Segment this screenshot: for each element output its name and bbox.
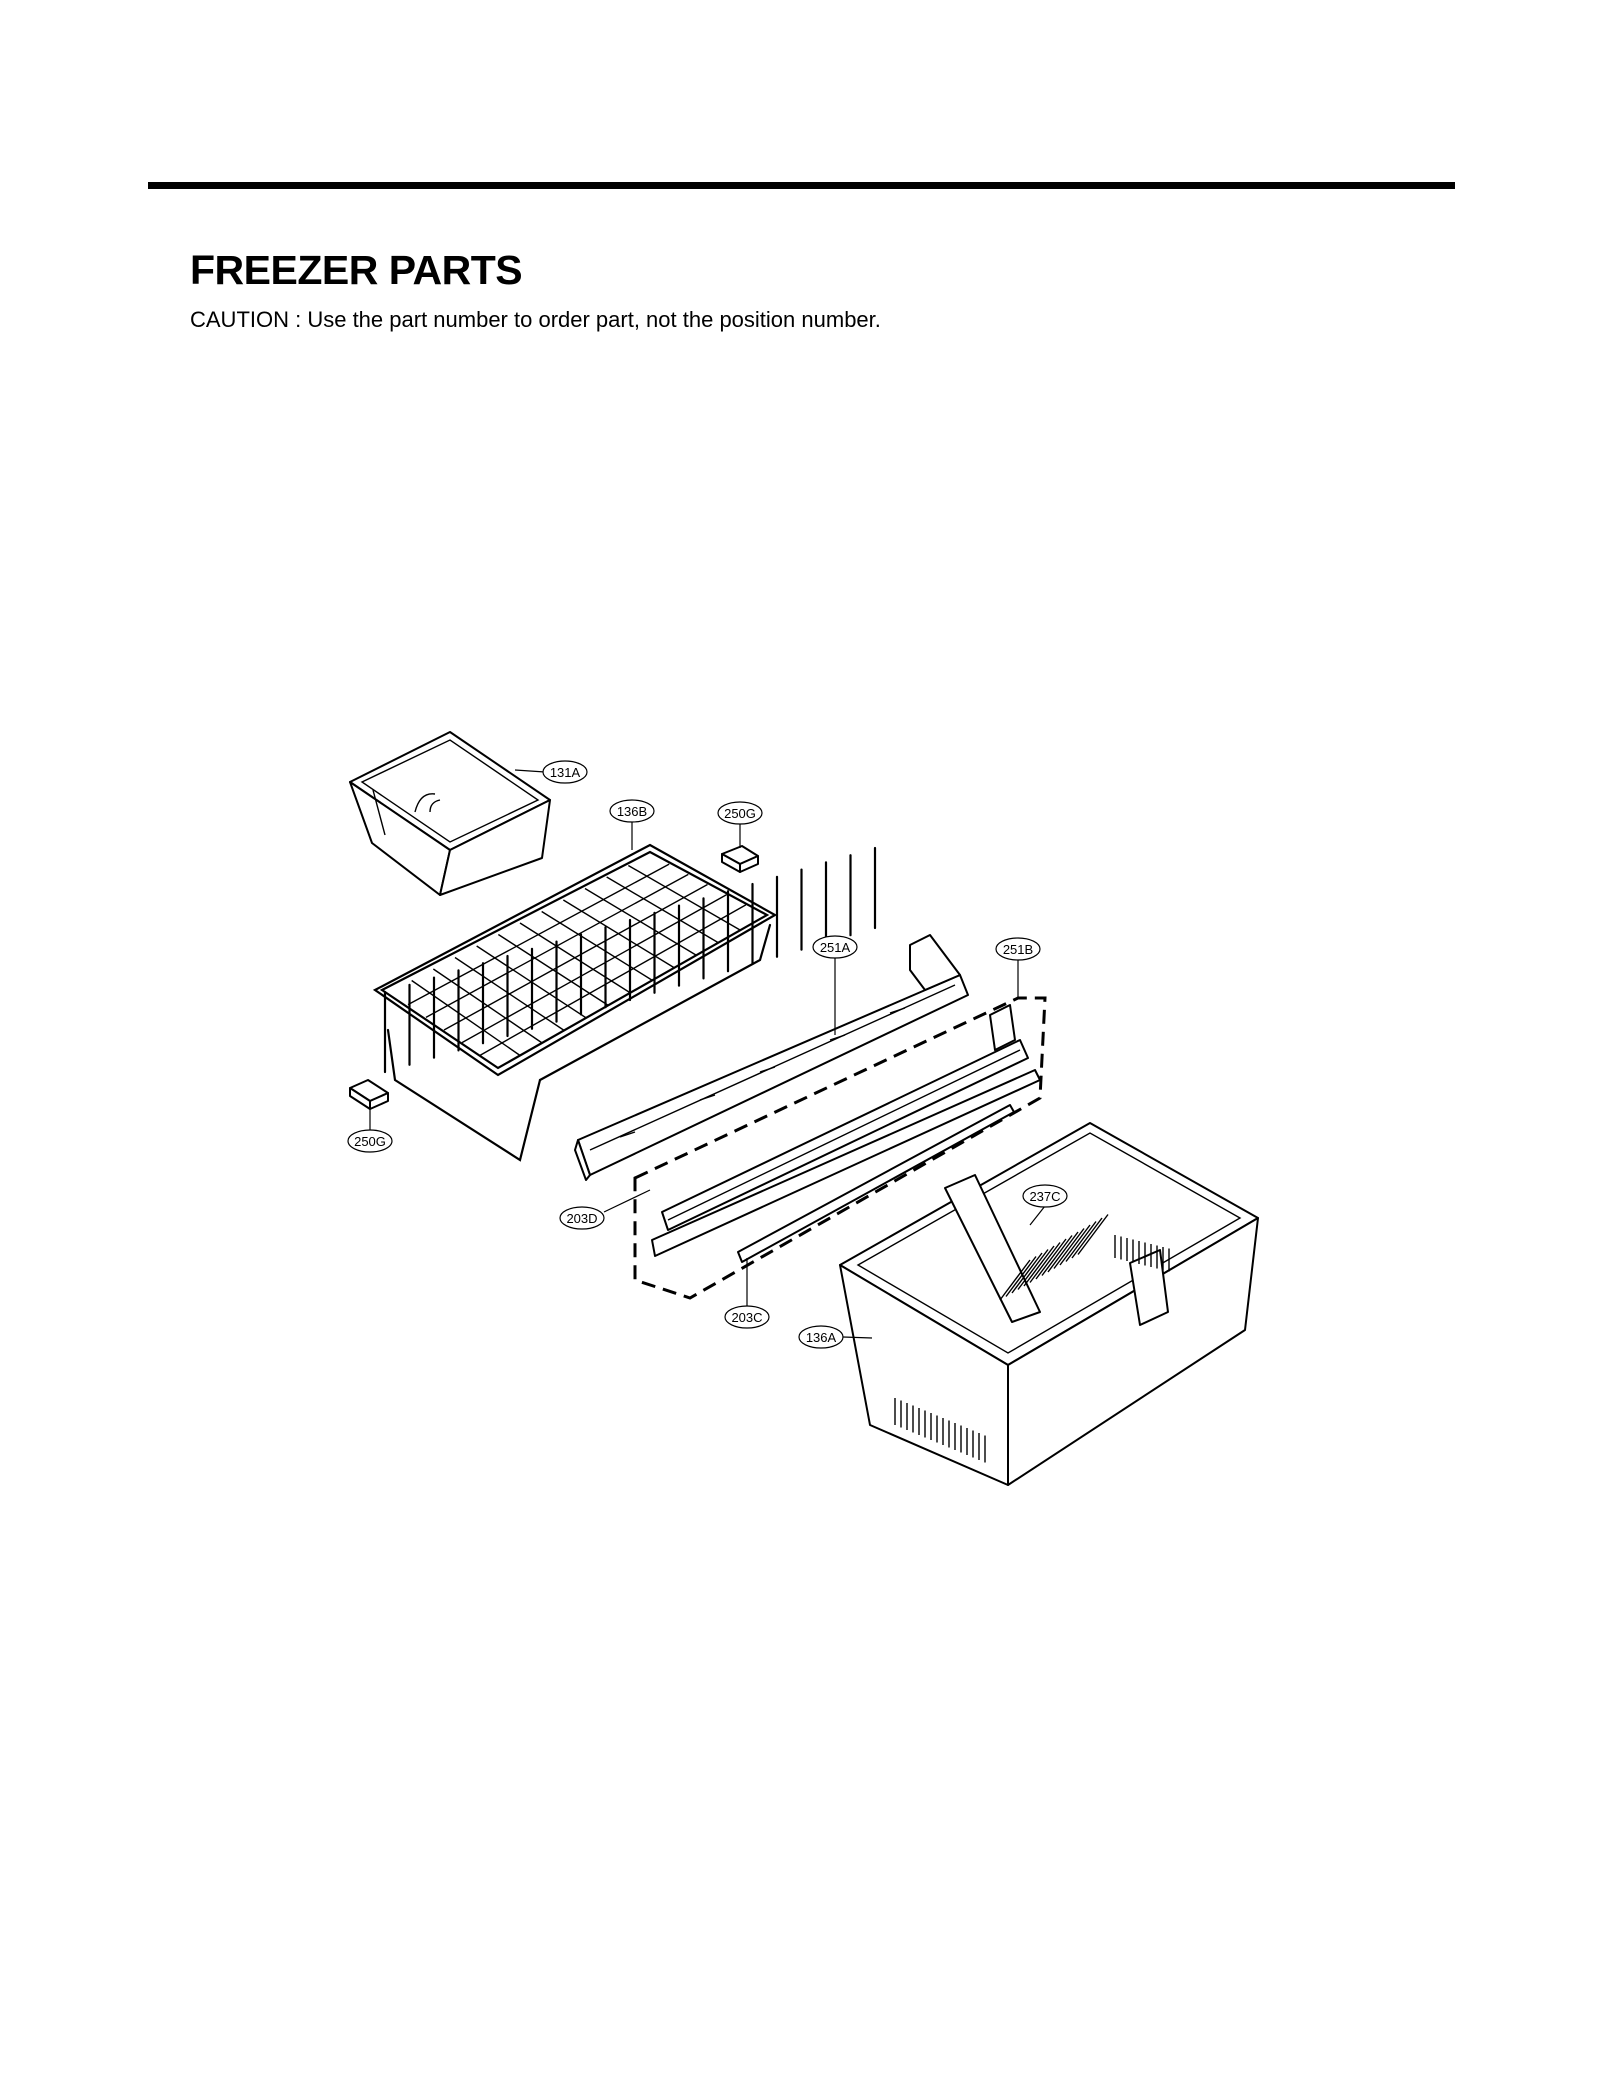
svg-text:136A: 136A [806,1330,837,1345]
svg-text:250G: 250G [724,806,756,821]
callout-203d: 203D [559,1189,651,1230]
callout-136b: 136B [609,799,655,850]
svg-text:251B: 251B [1003,942,1033,957]
callout-136a: 136A [798,1325,873,1349]
svg-text:203D: 203D [566,1211,597,1226]
callout-251b: 251B [995,937,1041,998]
svg-text:136B: 136B [617,804,647,819]
svg-text:251A: 251A [820,940,851,955]
part-136a-large-bin [839,1122,1259,1486]
part-251b-rail [661,1004,1029,1231]
svg-text:203C: 203C [731,1310,762,1325]
callout-251a: 251A [812,935,858,1035]
callout-237c: 237C [1022,1184,1068,1226]
top-rule [148,182,1455,189]
callout-250g-upper: 250G [717,801,763,848]
svg-text:237C: 237C [1029,1189,1060,1204]
part-131a-bin [349,731,551,896]
part-136b-wire-basket [372,843,877,1162]
svg-text:131A: 131A [550,765,581,780]
callout-250g-lower: 250G [347,1103,393,1153]
callout-131a: 131A [514,760,588,784]
callout-203c: 203C [724,1258,770,1329]
part-251a-rail [574,934,969,1181]
part-250g-clip-lower [349,1079,389,1110]
part-250g-clip-upper [721,845,759,873]
svg-text:250G: 250G [354,1134,386,1149]
page-title: FREEZER PARTS [190,247,523,293]
caution-note: CAUTION : Use the part number to order p… [190,307,881,332]
